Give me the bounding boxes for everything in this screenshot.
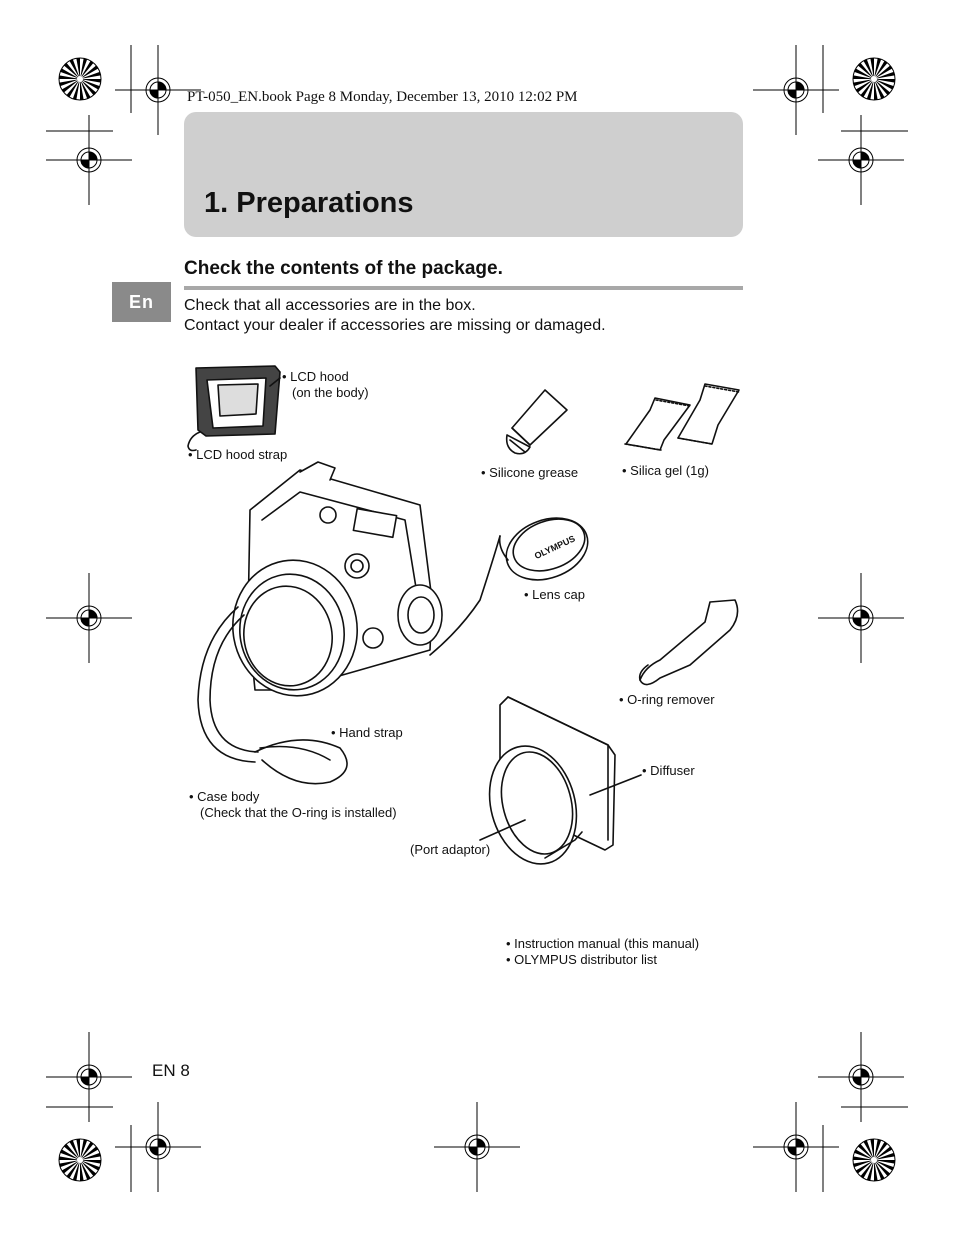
page-number: EN 8: [152, 1061, 190, 1080]
language-tab: En: [112, 282, 171, 322]
label-silicone-grease: • Silicone grease: [481, 465, 579, 480]
registration-crosshair: [753, 1102, 839, 1192]
label-silica-gel: • Silica gel (1g): [622, 463, 709, 478]
label-instruction-manual: • Instruction manual (this manual): [506, 936, 700, 951]
registration-crosshair: [46, 1032, 132, 1122]
hand-strap-drawing: [197, 606, 348, 785]
registration-starburst: [58, 1138, 102, 1182]
registration-crosshair: [115, 1102, 201, 1192]
label-hand-strap: • Hand strap: [331, 725, 403, 740]
label-lens-cap: • Lens cap: [524, 587, 585, 602]
label-case-body: • Case body: [189, 789, 260, 804]
silicone-grease-drawing: [505, 389, 568, 455]
lens-cap-drawing: [429, 517, 589, 656]
label-case-body-note: (Check that the O-ring is installed): [200, 805, 397, 820]
label-o-ring-remover: • O-ring remover: [619, 692, 715, 707]
registration-crosshair: [818, 1032, 904, 1122]
label-distributor-list: • OLYMPUS distributor list: [506, 952, 657, 967]
leader-line: [479, 819, 526, 841]
print-header-line: PT-050_EN.book Page 8 Monday, December 1…: [187, 89, 578, 105]
registration-crosshair: [753, 45, 839, 135]
label-diffuser: • Diffuser: [642, 763, 695, 778]
o-ring-remover-drawing: [638, 599, 739, 686]
label-lcd-hood-note: (on the body): [292, 385, 369, 400]
leader-line: [269, 377, 281, 387]
registration-crosshair: [115, 45, 201, 135]
label-port-adaptor: (Port adaptor): [410, 842, 491, 857]
registration-starburst: [852, 1138, 896, 1182]
case-body-drawing: [232, 461, 443, 697]
registration-crosshair: [46, 573, 132, 663]
registration-crosshair: [46, 115, 132, 205]
registration-starburst: [58, 57, 102, 101]
chapter-title: 1. Preparations: [204, 187, 414, 219]
intro-text: Check that all accessories are in the bo…: [184, 296, 606, 336]
chapter-title-band: [184, 112, 743, 237]
silica-gel-drawing: [624, 383, 740, 451]
registration-crosshair: [434, 1102, 520, 1192]
port-adaptor-drawing: [488, 745, 583, 865]
leader-line: [589, 774, 642, 796]
intro-line-1: Check that all accessories are in the bo…: [184, 297, 476, 314]
label-lcd-hood: • LCD hood: [282, 369, 349, 384]
intro-line-2: Contact your dealer if accessories are m…: [184, 317, 606, 334]
lcd-hood-drawing: [187, 365, 281, 452]
label-lcd-hood-strap: • LCD hood strap: [188, 447, 288, 462]
registration-crosshair: [818, 573, 904, 663]
registration-starburst: [852, 57, 896, 101]
section-heading: Check the contents of the package.: [184, 258, 503, 279]
registration-crosshair: [818, 115, 904, 205]
section-rule: [184, 286, 743, 290]
